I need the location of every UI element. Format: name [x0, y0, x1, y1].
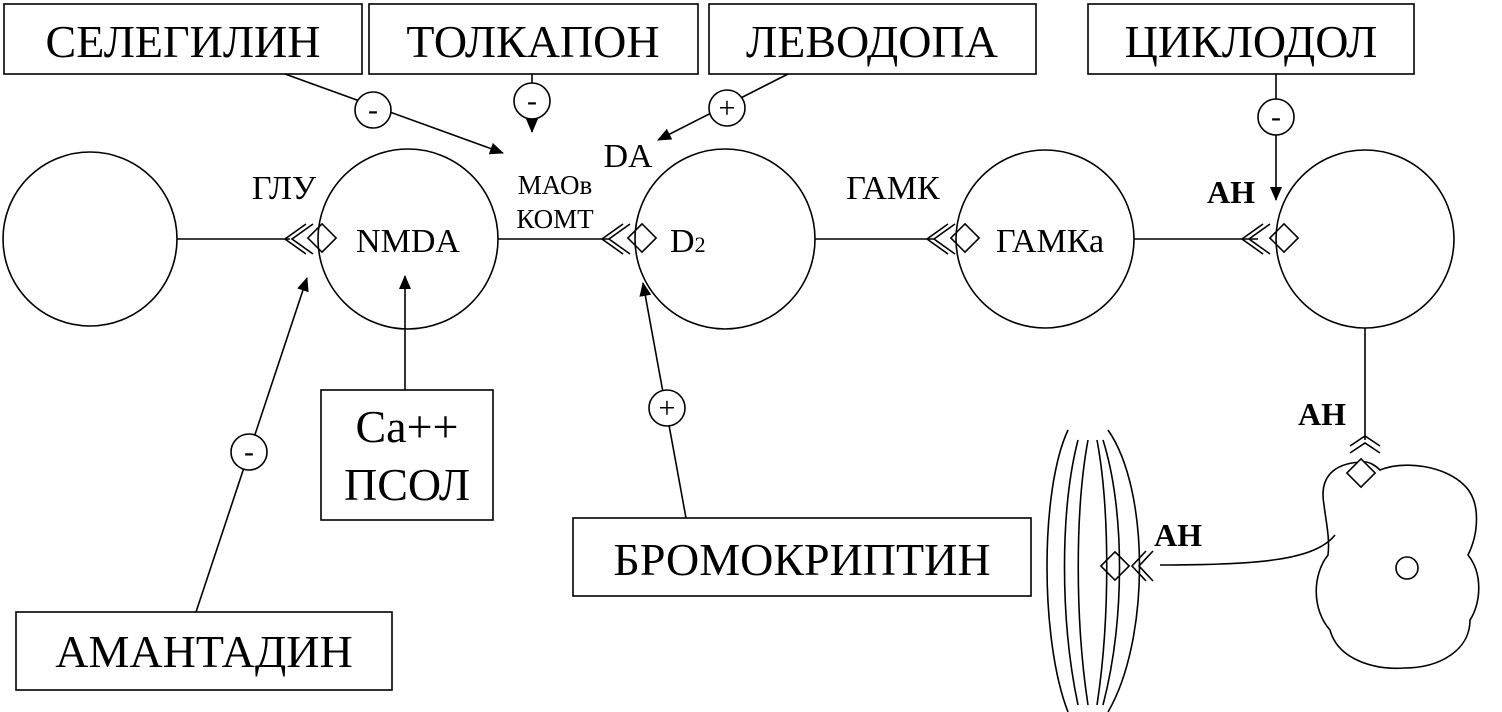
glu-label: ГЛУ	[252, 170, 317, 207]
nmda-label: NMDA	[356, 223, 460, 260]
selegilin-sign-circle	[354, 91, 392, 129]
cyclodol-sign-circle	[1257, 98, 1295, 136]
synapse-1-terminal	[290, 223, 314, 255]
synapse-3-terminal-outer	[925, 223, 949, 255]
ach-receptor-3	[1099, 550, 1131, 582]
synapse-2-terminal	[607, 223, 631, 255]
synapse-3-terminal	[932, 223, 956, 255]
synapse-5-terminal-outer	[1349, 442, 1381, 454]
comt-label: КОМТ	[516, 204, 594, 234]
amantadin-sign: -	[244, 436, 254, 469]
cyclodol-sign: -	[1271, 101, 1281, 134]
cyclodol-box: ЦИКЛОДОЛ	[1087, 3, 1415, 75]
gaba-a-label: ГАМКа	[996, 223, 1104, 260]
motor-neuron-body	[1315, 461, 1480, 670]
synapse-2-terminal-outer	[600, 223, 624, 255]
ca-psol-box: Ca++ ПСОЛ	[320, 389, 494, 521]
cyclodol-label: ЦИКЛОДОЛ	[1125, 16, 1378, 67]
ach-label-2: АН	[1298, 396, 1346, 432]
motor-neuron-nucleus	[1395, 556, 1419, 580]
synapse-6-terminal	[1130, 550, 1147, 582]
synapse-5-terminal	[1349, 435, 1381, 447]
amantadin-box: АМАНТАДИН	[15, 611, 393, 691]
maob-label: МАОв	[518, 170, 592, 200]
bromocriptin-label: БРОМОКРИПТИН	[613, 534, 990, 585]
synapse-4-terminal	[1247, 223, 1271, 255]
bromocriptin-box: БРОМОКРИПТИН	[572, 517, 1032, 597]
selegilin-label: СЕЛЕГИЛИН	[46, 16, 321, 67]
d2-label: D2	[670, 223, 706, 260]
da-label: DA	[603, 138, 653, 175]
ach-label-3: АН	[1154, 517, 1202, 553]
selegilin-sign: -	[368, 94, 378, 127]
ach-receptor-1	[1268, 222, 1300, 254]
ach-label-1: АН	[1207, 174, 1255, 210]
amantadin-sign-circle	[230, 433, 268, 471]
synapse-4-terminal-outer	[1240, 223, 1264, 255]
levodopa-box: ЛЕВОДОПА	[708, 3, 1037, 75]
d2-receptor	[626, 222, 658, 254]
ca-psol-line2: ПСОЛ	[344, 459, 470, 510]
gaba-a-receptor	[949, 222, 981, 254]
tolcapon-sign: -	[527, 85, 537, 118]
synapse-1-terminal-outer	[283, 223, 307, 255]
nmda-receptor	[306, 222, 338, 254]
tolcapon-box: ТОЛКАПОН	[368, 3, 699, 75]
levodopa-sign: +	[719, 92, 736, 125]
ca-psol-line1: Ca++	[356, 401, 459, 452]
gaba-label: ГАМК	[846, 170, 940, 207]
ach-receptor-2	[1345, 457, 1377, 489]
neuron-3	[634, 148, 816, 330]
selegilin-box: СЕЛЕГИЛИН	[3, 3, 363, 75]
neuron-5	[1275, 149, 1455, 329]
tolcapon-sign-circle	[513, 82, 551, 120]
levodopa-sign-circle	[708, 89, 746, 127]
tolcapon-label: ТОЛКАПОН	[406, 16, 659, 67]
motor-axon	[1159, 534, 1336, 566]
bromocriptin-sign: +	[659, 392, 676, 425]
amantadin-label: АМАНТАДИН	[55, 626, 352, 677]
levodopa-label: ЛЕВОДОПА	[746, 16, 998, 67]
neuron-1	[2, 151, 178, 327]
muscle	[1046, 429, 1141, 712]
bromocriptin-sign-circle	[648, 389, 686, 427]
selegilin-arrow	[284, 73, 504, 155]
